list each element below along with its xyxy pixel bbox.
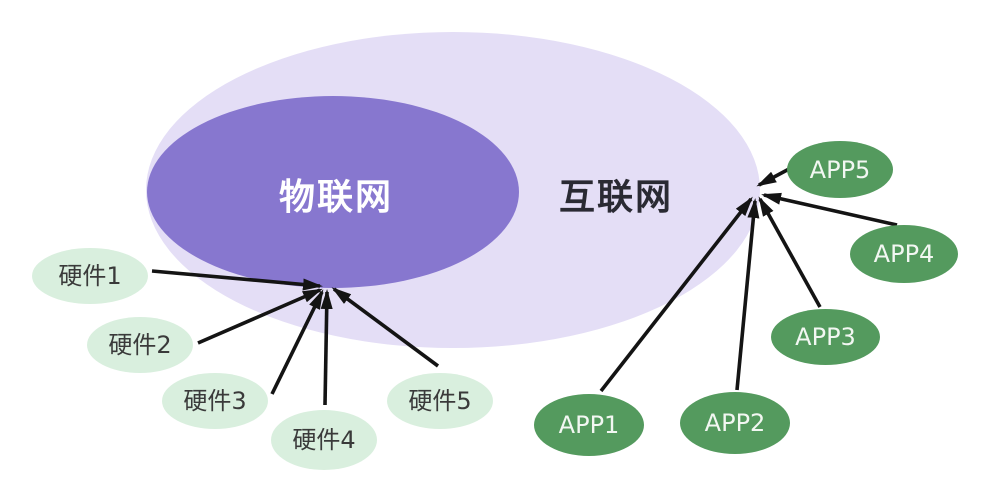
app-node-2: APP2 bbox=[680, 392, 790, 454]
app-node-1: APP1 bbox=[534, 394, 644, 456]
app-node-5: APP5 bbox=[787, 141, 893, 198]
arrow-hardware2-to-iot bbox=[197, 288, 323, 345]
app-arrows bbox=[599, 167, 898, 393]
app-node-3: APP3 bbox=[771, 309, 880, 365]
hardware-node-4: 硬件4 bbox=[271, 410, 377, 470]
arrow-hardware3-to-iot bbox=[270, 289, 324, 395]
arrow-app2-to-internet bbox=[735, 198, 760, 391]
hardware-arrows bbox=[151, 269, 440, 406]
app-node-4: APP4 bbox=[850, 225, 958, 283]
arrow-app1-to-internet bbox=[599, 196, 753, 393]
iot-region-label: 物联网 bbox=[278, 177, 394, 218]
arrow-hardware1-to-iot bbox=[151, 269, 323, 291]
arrow-app3-to-internet bbox=[758, 196, 822, 308]
iot-region-ellipse bbox=[147, 96, 519, 288]
arrow-app4-to-internet bbox=[761, 192, 898, 227]
internet-region-label: 互联网 bbox=[558, 177, 674, 218]
hardware-node-1: 硬件1 bbox=[32, 248, 148, 304]
hardware-node-3: 硬件3 bbox=[162, 373, 268, 429]
hardware-node-5: 硬件5 bbox=[387, 373, 493, 429]
arrow-hardware5-to-iot bbox=[331, 287, 440, 368]
arrow-app5-to-internet bbox=[756, 167, 790, 187]
hardware-node-2: 硬件2 bbox=[87, 317, 193, 373]
arrow-hardware4-to-iot bbox=[320, 289, 333, 406]
